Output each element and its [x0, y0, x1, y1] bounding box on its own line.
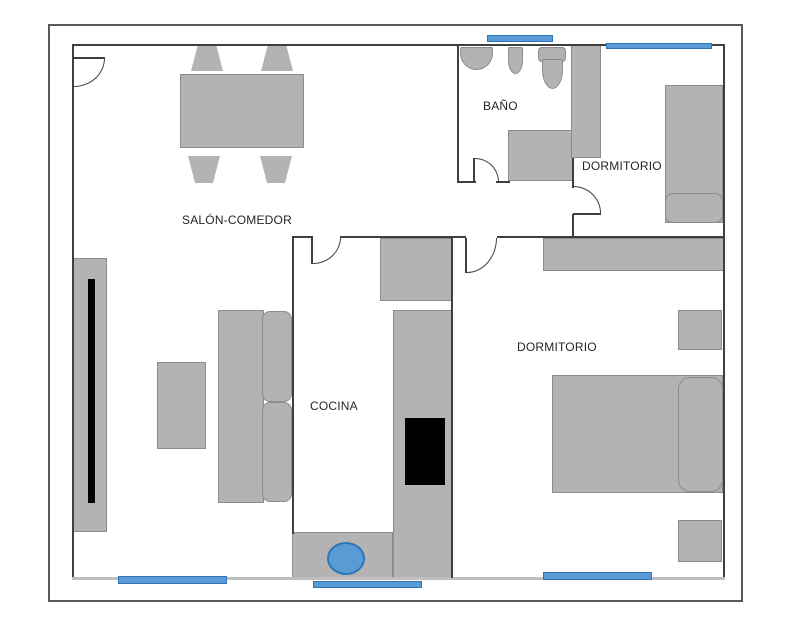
small-sink: [508, 47, 523, 74]
sofa-body: [218, 310, 264, 503]
wall-bottom: [72, 577, 725, 580]
wall-right: [723, 44, 725, 579]
pillow: [678, 377, 723, 492]
kitchen-door-leaf: [311, 237, 313, 264]
room-label-cocina: COCINA: [310, 399, 358, 413]
bedroom1-door-leaf: [573, 213, 601, 215]
window: [313, 581, 422, 588]
room-label-salon: SALÓN-COMEDOR: [182, 213, 292, 227]
room-label-bano: BAÑO: [483, 99, 518, 113]
pillow: [665, 193, 723, 223]
window: [606, 43, 712, 49]
plot-border: [48, 24, 743, 602]
bathroom-door-leaf: [473, 158, 475, 183]
wall-bathroom-bottom: [457, 181, 476, 183]
nightstand: [678, 310, 722, 350]
wall-bathroom-bottom: [496, 181, 510, 183]
kitchen-counter-top: [380, 238, 452, 301]
tv-screen: [88, 279, 95, 503]
stove: [405, 418, 445, 485]
shower-tray: [508, 130, 573, 181]
wall-top: [72, 44, 725, 46]
wardrobe: [543, 238, 725, 271]
toilet-bowl: [542, 59, 563, 89]
kitchen-sink: [327, 542, 365, 575]
wall-bedroom1-left: [572, 158, 574, 188]
window: [543, 572, 652, 580]
wall-bedroom1-left: [572, 214, 574, 238]
closet-column: [571, 44, 601, 158]
wall-middle: [497, 236, 725, 238]
nightstand: [678, 520, 722, 562]
bedroom2-door-leaf: [465, 238, 467, 273]
wall-kitchen-left: [292, 236, 294, 534]
wall-kitchen-right: [451, 236, 453, 578]
wall-left: [72, 44, 74, 579]
window: [487, 35, 553, 42]
wall-bathroom-left: [457, 44, 459, 183]
sofa-cushion: [262, 402, 292, 502]
coffee-table: [157, 362, 206, 449]
sofa-cushion: [262, 311, 292, 402]
wall-middle: [292, 236, 313, 238]
wall-middle: [340, 236, 466, 238]
dining-table: [180, 74, 304, 148]
room-label-dormitorio-1: DORMITORIO: [582, 159, 662, 173]
window: [118, 576, 227, 584]
room-label-dormitorio-2: DORMITORIO: [517, 340, 597, 354]
